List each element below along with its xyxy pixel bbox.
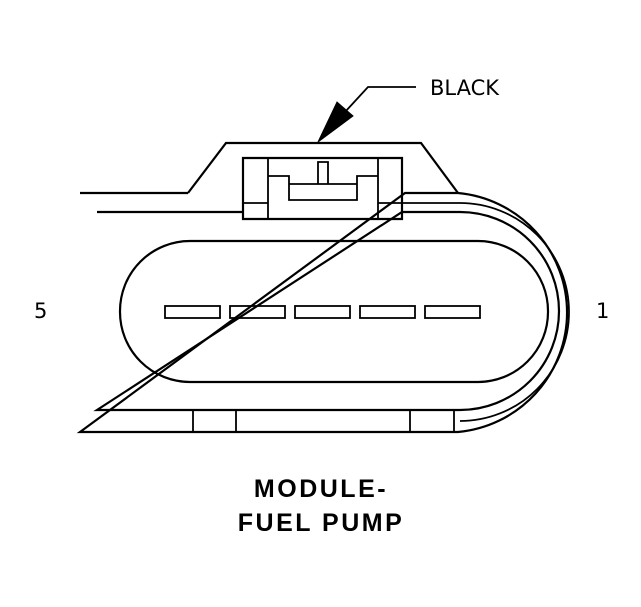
terminal-pin-4 (229, 305, 286, 319)
callout-color-label: BLACK (430, 76, 500, 100)
terminal-pin-5 (164, 305, 221, 319)
locking-tab-housing (187, 141, 459, 194)
connector-housing-inner (93, 210, 561, 412)
housing-seam-line (402, 202, 570, 422)
terminal-pin-2 (359, 305, 416, 319)
pin-label-right: 1 (596, 299, 609, 323)
terminal-cavity (118, 239, 550, 384)
housing-bottom-rib-left (192, 410, 237, 432)
latch-center-bar (268, 175, 378, 201)
locking-tab-latch (241, 156, 404, 221)
callout-leader-line (344, 86, 416, 113)
terminal-pin-1 (424, 305, 481, 319)
caption-line-2: FUEL PUMP (238, 509, 405, 537)
latch-center-pin (317, 161, 329, 184)
housing-bottom-rib-right (409, 410, 455, 432)
terminal-pin-3 (294, 305, 351, 319)
connector-housing-outer (76, 191, 569, 434)
latch-left-notch (243, 158, 269, 219)
pin-label-left: 5 (34, 299, 47, 323)
latch-right-notch (377, 158, 402, 219)
caption-line-1: MODULE- (254, 475, 388, 503)
callout-arrowhead (317, 101, 354, 143)
